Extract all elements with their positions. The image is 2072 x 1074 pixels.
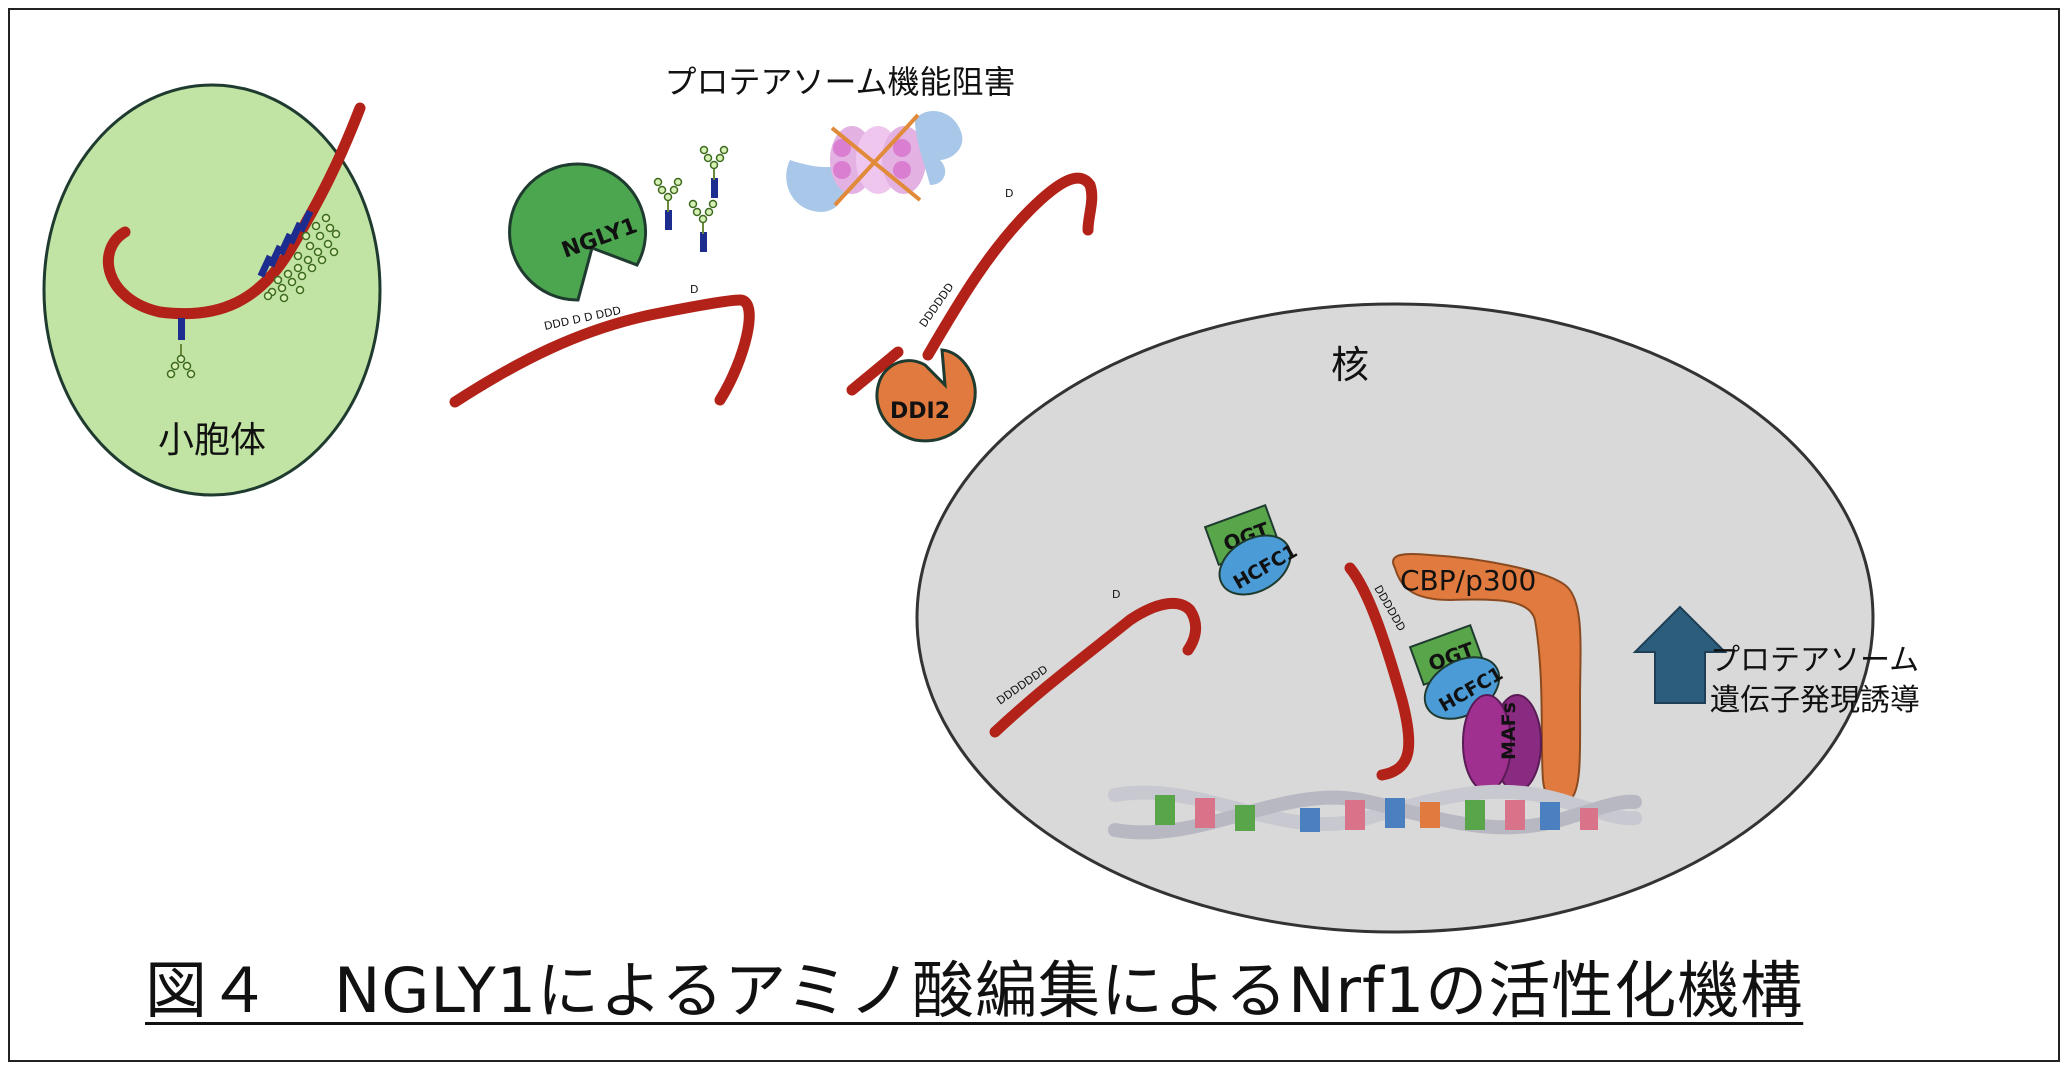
hcfc1-ellipse-1 <box>1218 534 1292 596</box>
inhibition-cross-a <box>830 126 922 202</box>
ngly1-step: NGLY1 DDD D D DDD D <box>449 145 755 408</box>
nucleus: 核 DDDDDDD D OGT HCFC1 DDDDDD CBP/p300 OG… <box>915 302 1875 934</box>
dna-base-pairs <box>1155 795 1598 832</box>
up-arrow-icon <box>1632 605 1728 704</box>
d-single-1: D <box>690 283 698 296</box>
induction-label-line1: プロテアソーム <box>1710 643 1919 678</box>
ddi2-shape <box>875 348 977 443</box>
cleaved-fragment <box>846 346 904 396</box>
deglycosylated-chain <box>449 294 755 408</box>
cbp-label: CBP/p300 <box>1400 564 1536 597</box>
ngly1-shape <box>508 162 648 302</box>
er-label: 小胞体 <box>158 420 266 461</box>
er-glycan-cluster <box>166 209 341 379</box>
nucleus-shape <box>915 302 1875 934</box>
dna-helix <box>1108 784 1642 840</box>
figure-frame <box>8 8 2060 1062</box>
figure-caption: 図４ NGLY1によるアミノ酸編集によるNrf1の活性化機構 <box>145 954 1804 1027</box>
ddi2-label: DDI2 <box>890 399 950 424</box>
inhibition-cross-b <box>833 113 920 207</box>
d-single-2: D <box>1005 187 1013 200</box>
nucleus-label: 核 <box>1331 343 1369 387</box>
mafs-complex: MAFs <box>1462 694 1542 792</box>
mafs-label: MAFs <box>1498 702 1520 760</box>
proteasome-inhibition: プロテアソーム機能阻害 <box>664 63 1016 212</box>
nuclear-nrf1-chain <box>989 597 1202 738</box>
released-glycans <box>653 145 729 252</box>
induction-annotation: プロテアソーム 遺伝子発現誘導 <box>1632 605 1920 718</box>
d-single-3: D <box>1112 588 1120 601</box>
er-shape <box>42 83 382 497</box>
endoplasmic-reticulum: 小胞体 <box>42 83 382 497</box>
dna-bound-nrf1-chain <box>1344 562 1415 781</box>
proteasome-cap-left <box>786 160 845 212</box>
cleaved-chain <box>922 172 1098 361</box>
ddi2-step: DDDDDD D DDI2 <box>846 172 1098 443</box>
induction-label-line2: 遺伝子発現誘導 <box>1710 683 1920 718</box>
proteasome-cap-right <box>915 111 963 185</box>
er-protein-chain <box>103 102 366 320</box>
proteasome-inhibition-label: プロテアソーム機能阻害 <box>664 63 1015 101</box>
